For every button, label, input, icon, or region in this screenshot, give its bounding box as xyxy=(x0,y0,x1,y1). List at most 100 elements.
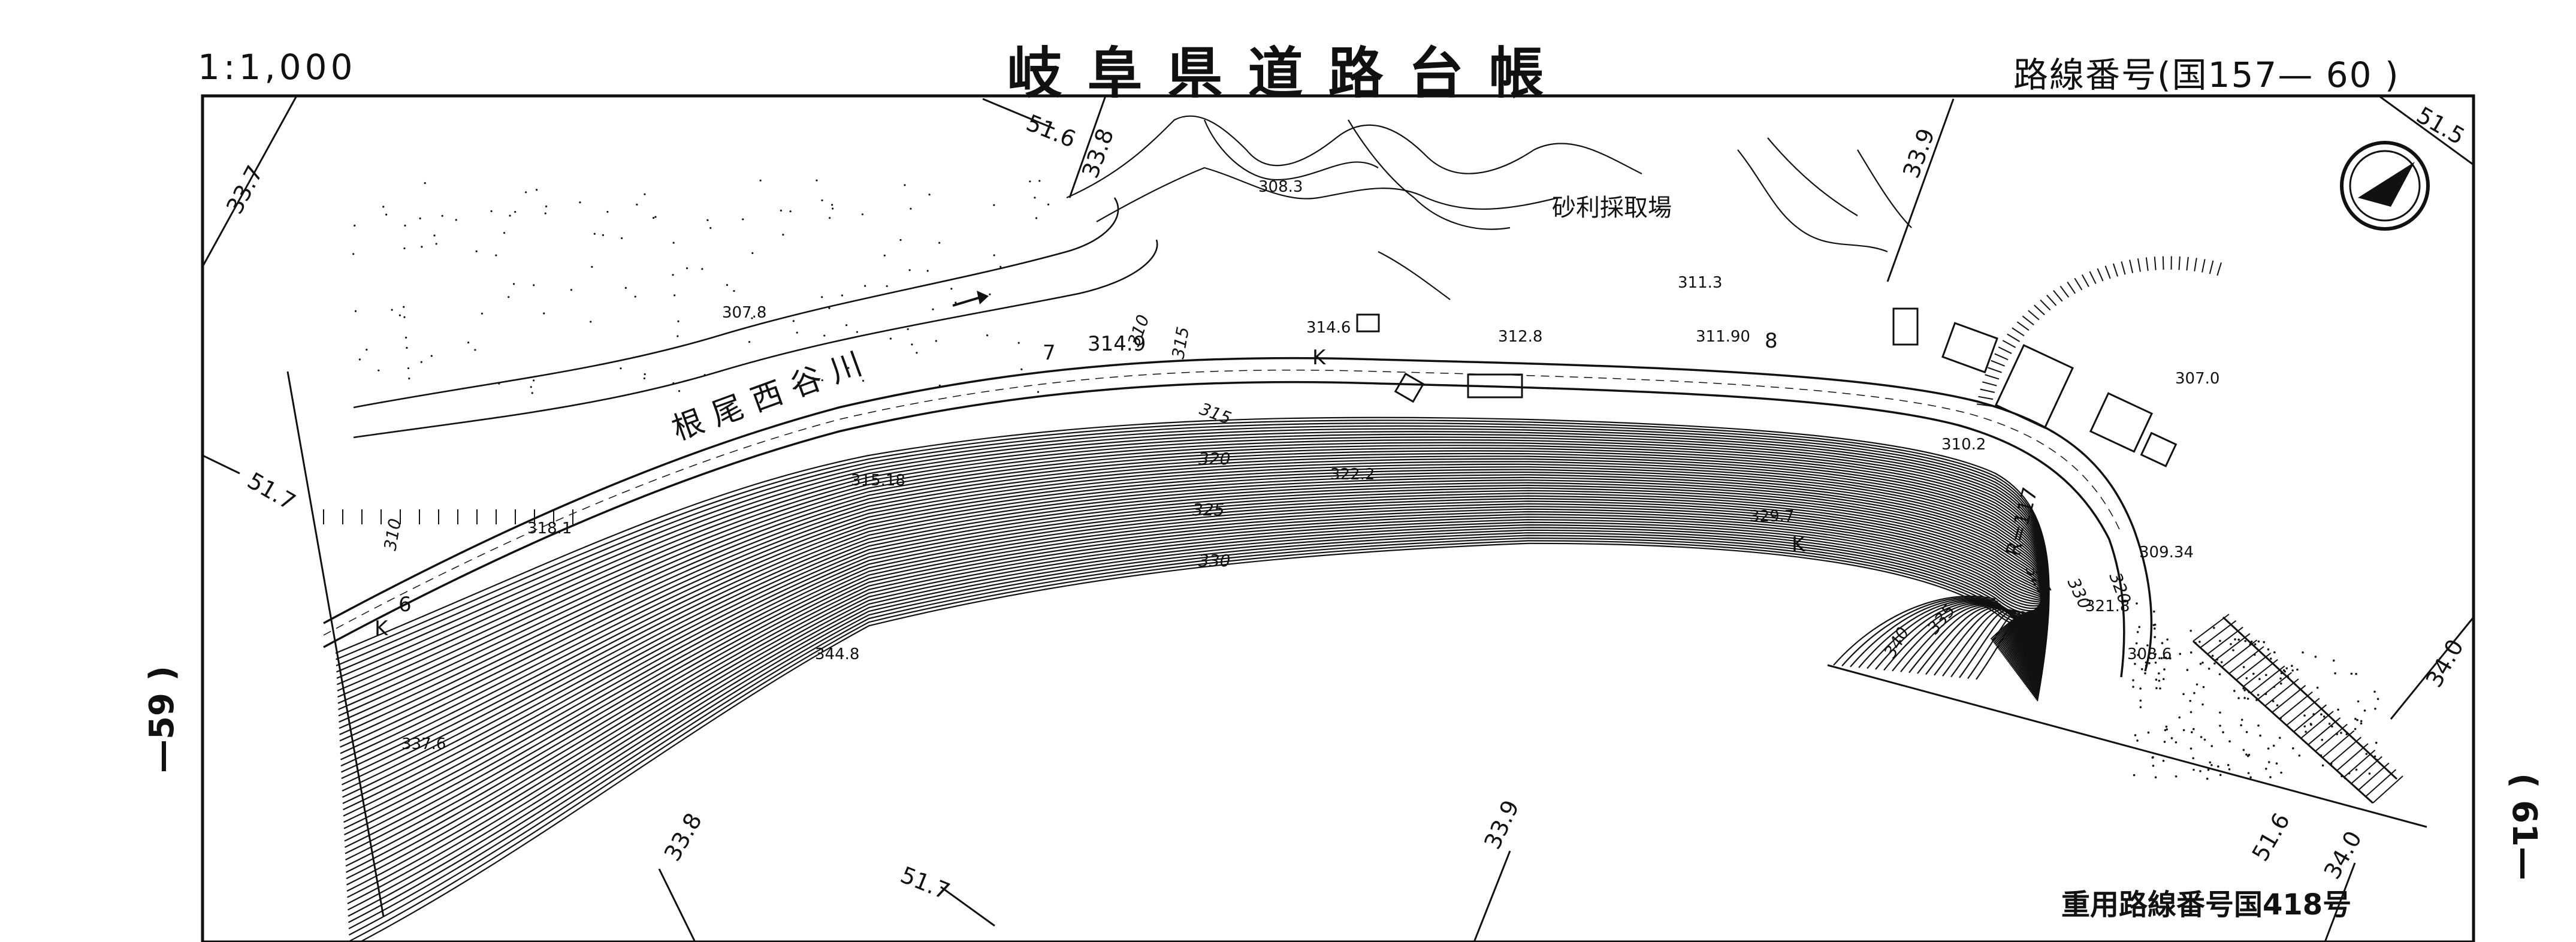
contour-line xyxy=(339,452,2046,735)
stipple-dot xyxy=(2162,759,2165,762)
stipple-dot xyxy=(2341,775,2343,778)
stipple-dot xyxy=(701,268,703,270)
stipple-dot xyxy=(2279,677,2282,680)
stipple-dot xyxy=(2144,672,2146,675)
stipple-dot xyxy=(2282,669,2285,672)
stipple-dot xyxy=(2169,657,2172,660)
stipple-dot xyxy=(845,324,848,327)
stipple-dot xyxy=(2201,661,2204,664)
stipple-dot xyxy=(2245,753,2248,756)
stipple-dot xyxy=(2246,698,2249,700)
stipple-dot xyxy=(2259,734,2261,737)
stipple-dot xyxy=(2242,666,2245,668)
station-label: K xyxy=(1312,346,1327,370)
stipple-dot xyxy=(2153,610,2155,613)
stipple-dot xyxy=(2155,687,2158,690)
stipple-dot xyxy=(2356,718,2358,721)
stipple-dot xyxy=(2269,657,2272,660)
stipple-dot xyxy=(2240,718,2243,721)
contour-line xyxy=(348,527,2042,911)
stipple-dot xyxy=(829,217,831,219)
stipple-dot xyxy=(435,243,437,245)
stipple-dot xyxy=(1047,203,1050,206)
contour-line xyxy=(348,529,2042,917)
contour-line xyxy=(345,508,2043,867)
river-flow-arrow xyxy=(952,295,983,307)
stipple-dot xyxy=(2337,708,2339,711)
stipple-dot xyxy=(2244,639,2246,642)
station-label: 6 xyxy=(398,593,412,617)
stipple-dot xyxy=(2279,717,2282,720)
grid-label: 51.5 xyxy=(2412,102,2469,150)
elevation-label: 337.6 xyxy=(401,735,446,753)
stipple-dot xyxy=(378,369,380,372)
elevation-label: 308.6 xyxy=(2127,645,2172,663)
stipple-dot xyxy=(910,207,912,210)
contour-line xyxy=(338,442,2047,711)
stipple-dot xyxy=(2248,753,2251,756)
stipple-dot xyxy=(509,215,511,217)
stipple-dot xyxy=(2233,690,2236,692)
stipple-dot xyxy=(2280,672,2283,675)
stipple-dot xyxy=(1034,197,1036,199)
stipple-dot xyxy=(2243,697,2246,699)
stipple-dot xyxy=(2354,717,2357,720)
stipple-dot xyxy=(2243,689,2246,692)
elevation-label: 322.2 xyxy=(1330,466,1375,484)
stipple-dot xyxy=(751,317,753,319)
stipple-dot xyxy=(2163,656,2166,659)
stipple-dot xyxy=(420,361,422,363)
stipple-dot xyxy=(2375,759,2378,761)
stipple-dot xyxy=(726,284,728,286)
stipple-dot xyxy=(2212,626,2215,629)
stipple-dot xyxy=(2182,729,2185,732)
stipple-dot xyxy=(2264,693,2267,695)
stipple-dot xyxy=(685,267,688,270)
stipple-dot xyxy=(543,312,545,315)
stipple-dot xyxy=(2203,738,2206,741)
stipple-dot xyxy=(2320,713,2323,715)
stipple-dot xyxy=(2211,654,2214,657)
contour-line xyxy=(344,495,2043,836)
stipple-dot xyxy=(2201,703,2204,706)
stipple-dot xyxy=(677,335,679,337)
stipple-dot xyxy=(2314,656,2317,658)
bridge-hatch xyxy=(2200,620,2237,648)
elevation-label: 329.7 xyxy=(1750,508,1794,526)
stipple-dot xyxy=(2230,643,2232,645)
stipple-dot xyxy=(993,204,995,206)
stipple-dot xyxy=(831,207,834,210)
stipple-dot xyxy=(2148,662,2151,665)
stipple-dot xyxy=(545,205,548,208)
stipple-dot xyxy=(2276,704,2279,707)
elevation-label: 318.1 xyxy=(527,520,572,538)
stipple-dot xyxy=(2134,734,2137,736)
stipple-dot xyxy=(2217,765,2219,768)
bridge-hatch xyxy=(2300,711,2334,739)
stipple-dot xyxy=(2248,691,2251,693)
buildings xyxy=(1356,307,2178,467)
stipple-dot xyxy=(2139,687,2142,690)
stipple-dot xyxy=(481,312,484,315)
river-name: 根尾西谷川 xyxy=(668,342,877,448)
hatch-tick xyxy=(2194,258,2197,271)
hatch-tick xyxy=(2067,282,2076,294)
stipple-dot xyxy=(2269,776,2272,778)
contour-line xyxy=(339,450,2047,729)
stipple-dot xyxy=(907,328,909,330)
stipple-dot xyxy=(2312,712,2315,715)
stipple-dot xyxy=(2158,672,2160,675)
hatch-tick xyxy=(1998,346,2012,354)
gravel-quarry-label: 砂利採取場 xyxy=(1552,194,1672,222)
hatch-tick xyxy=(2053,290,2063,302)
stipple-dot xyxy=(531,392,533,394)
stipple-dot xyxy=(782,234,784,236)
river-flow-arrow-head xyxy=(977,291,989,304)
stipple-dot xyxy=(2213,662,2216,665)
stipple-dot xyxy=(2152,624,2155,626)
station-label: K xyxy=(375,617,389,641)
north-arrow-icon xyxy=(2340,141,2430,231)
stipple-dot xyxy=(570,289,573,291)
elevation-label: 344.8 xyxy=(815,645,859,663)
stipple-dot xyxy=(2373,755,2376,758)
